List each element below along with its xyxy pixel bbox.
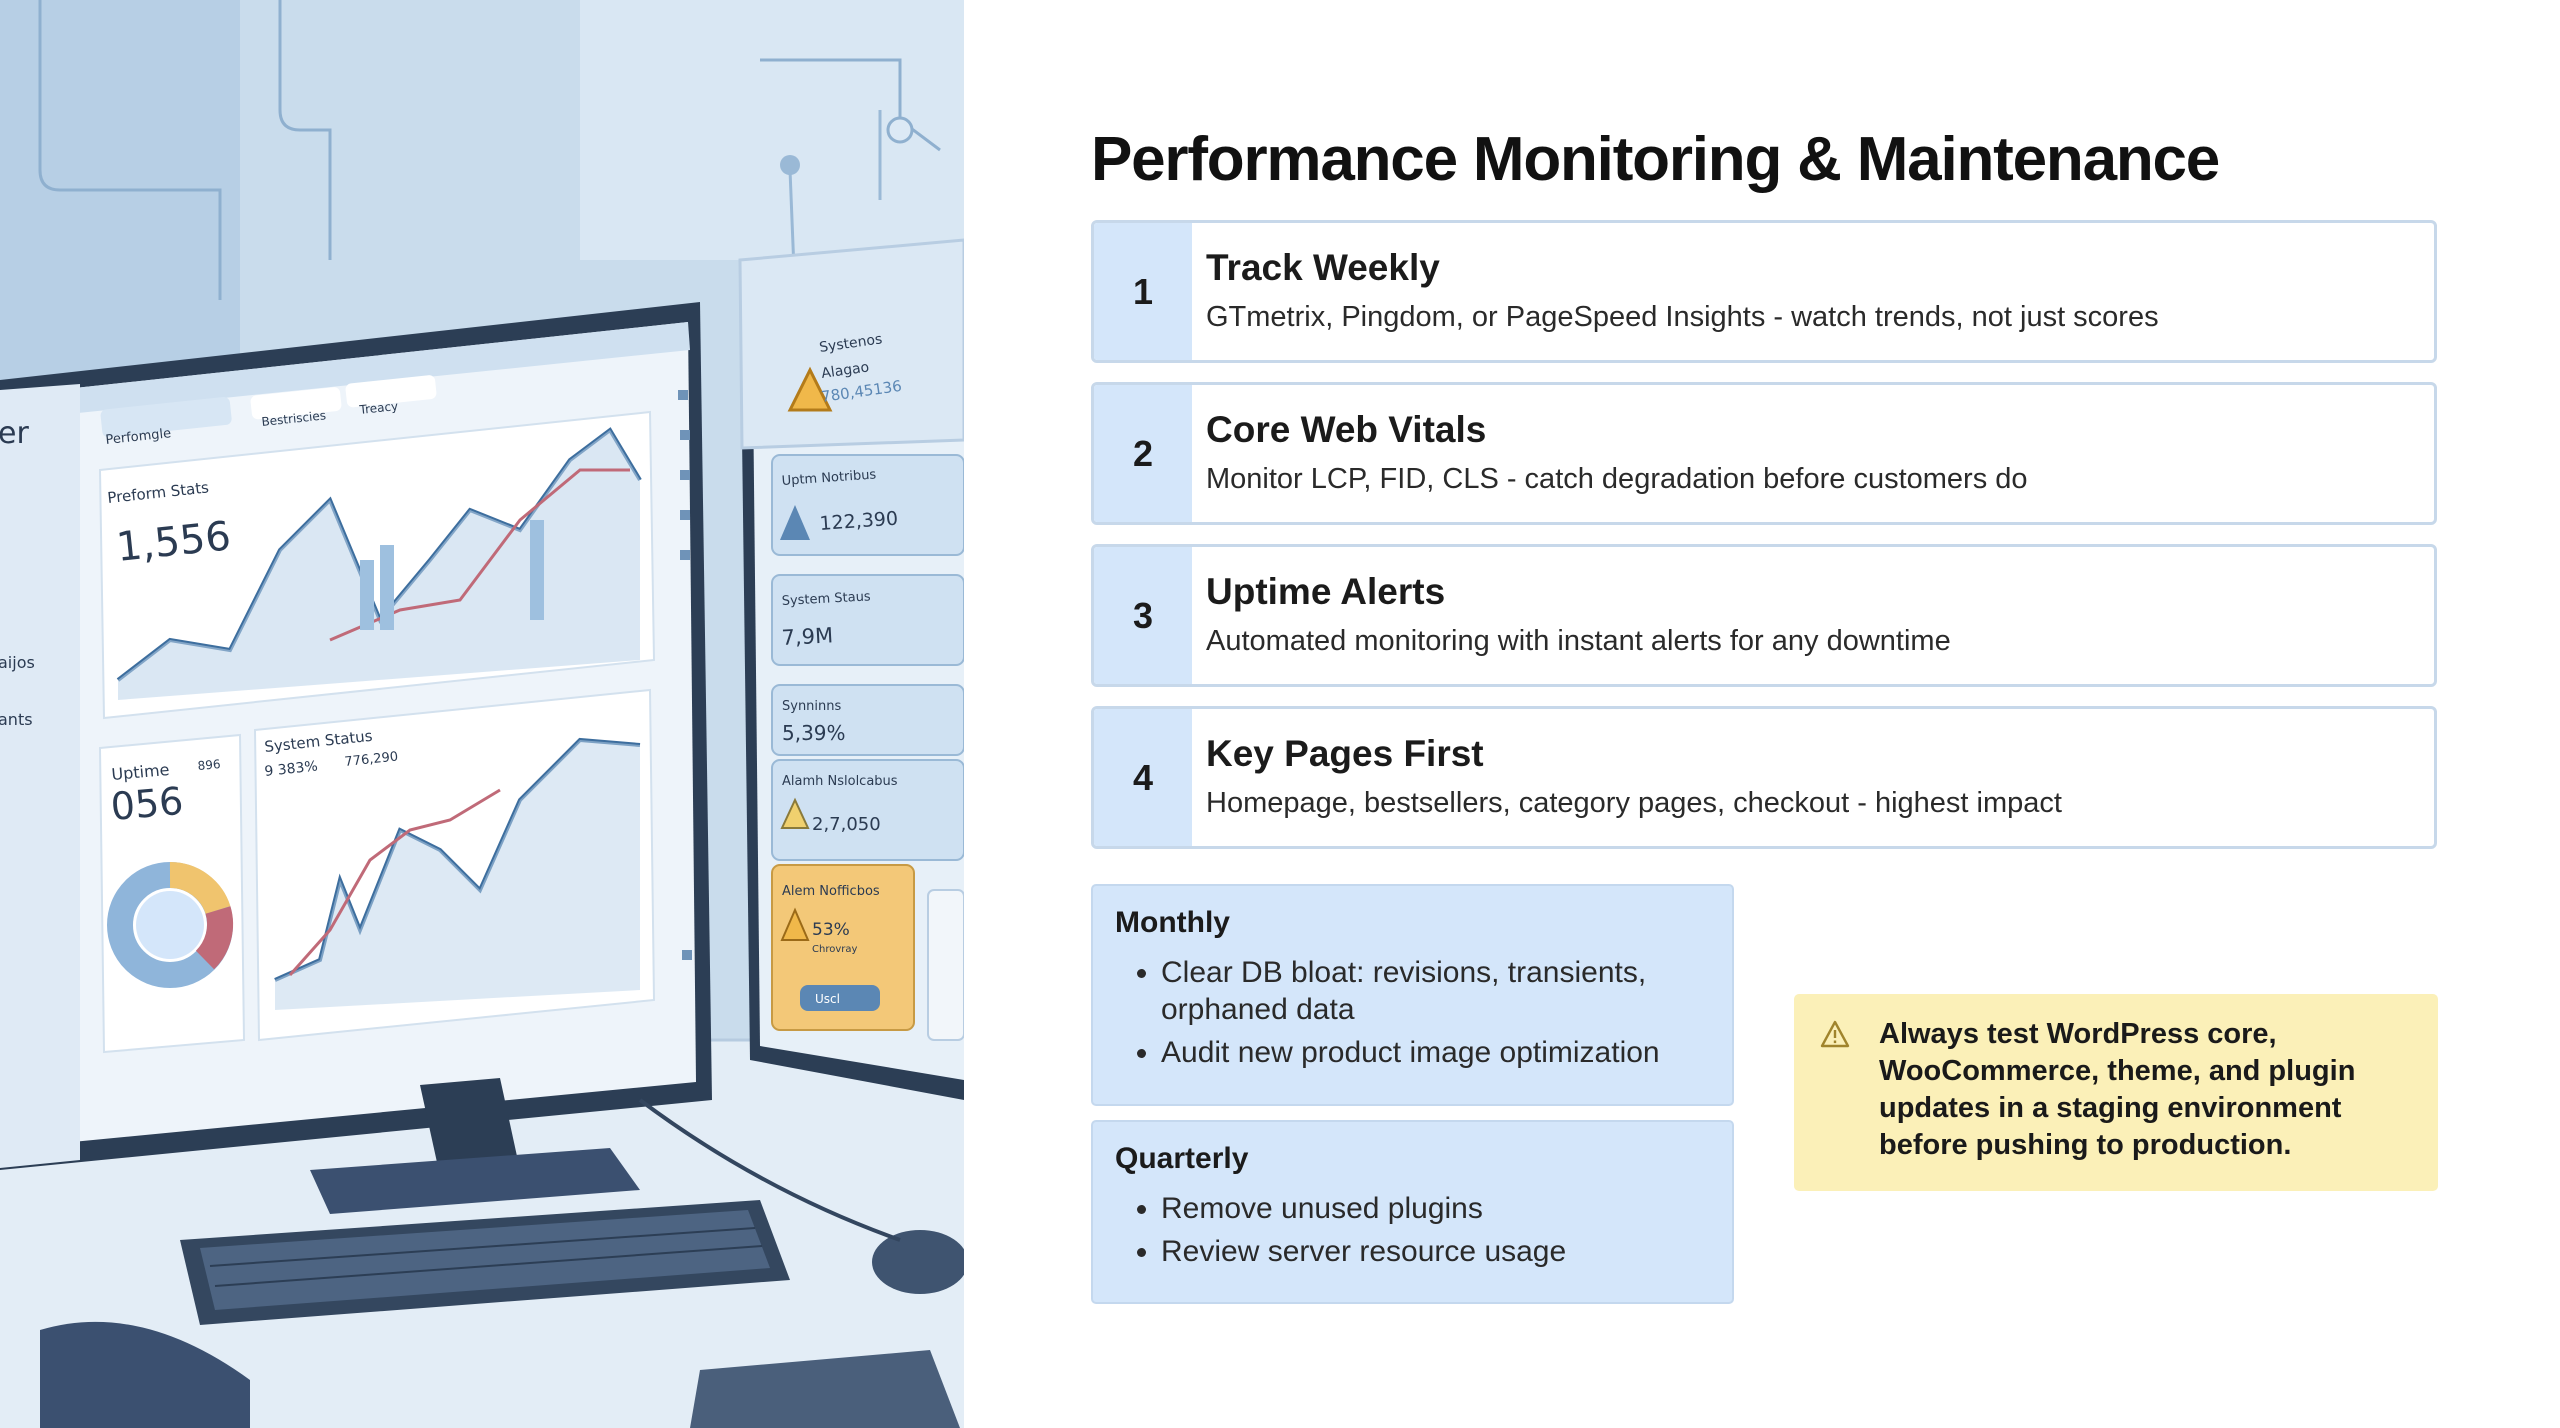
art-chart-2-stat-a: 9 383% xyxy=(264,758,319,779)
step-number: 2 xyxy=(1094,385,1192,522)
art-uptime-badge: 896 xyxy=(197,757,221,773)
step-core-web-vitals: 2 Core Web Vitals Monitor LCP, FID, CLS … xyxy=(1091,382,2437,525)
monthly-list: Clear DB bloat: revisions, transients, o… xyxy=(1115,954,1710,1071)
step-number: 3 xyxy=(1094,547,1192,684)
art-card-2-title: System Staus xyxy=(781,589,871,609)
art-card-5-title: Alem Nofficbos xyxy=(782,884,880,899)
art-card-3-title: Synninns xyxy=(782,699,842,714)
art-uptime-label: Uptime xyxy=(111,760,170,784)
step-title: Core Web Vitals xyxy=(1206,409,1487,450)
art-card-1-title: Uptm Notribus xyxy=(781,467,877,489)
art-chart-2-stat-b: 776,290 xyxy=(344,749,399,770)
step-description: Homepage, bestsellers, category pages, c… xyxy=(1206,787,2062,819)
art-card-5-value: 53% xyxy=(812,920,850,940)
art-tab-1: Perfomgle xyxy=(105,426,172,448)
art-sidebar-label-1: er xyxy=(0,416,29,451)
step-key-pages-first: 4 Key Pages First Homepage, bestsellers,… xyxy=(1091,706,2437,849)
art-uptime-value: 056 xyxy=(109,779,185,829)
step-number: 1 xyxy=(1094,223,1192,360)
art-search: Treacy xyxy=(358,399,399,417)
art-sidebar-label-3: ants xyxy=(0,710,33,729)
step-title: Uptime Alerts xyxy=(1206,571,1446,612)
step-title: Key Pages First xyxy=(1206,733,1484,774)
warning-icon xyxy=(1820,1020,1850,1053)
quarterly-list: Remove unused plugins Review server reso… xyxy=(1115,1190,1710,1270)
step-number: 4 xyxy=(1094,709,1192,846)
step-description: Monitor LCP, FID, CLS - catch degradatio… xyxy=(1206,463,2028,495)
monthly-title: Monthly xyxy=(1115,906,1230,939)
step-uptime-alerts: 3 Uptime Alerts Automated monitoring wit… xyxy=(1091,544,2437,687)
art-tab-2: Bestriscies xyxy=(261,408,327,429)
art-card-2-value: 7,9M xyxy=(781,623,834,650)
step-description: GTmetrix, Pingdom, or PageSpeed Insights… xyxy=(1206,301,2159,333)
list-item: Review server resource usage xyxy=(1161,1233,1710,1270)
quarterly-title: Quarterly xyxy=(1115,1142,1249,1175)
art-card-4-value: 2,7,050 xyxy=(812,814,881,835)
art-card-1-value: 122,390 xyxy=(819,508,899,535)
illustration: er aijos ants Perfomgle Bestriscies Trea… xyxy=(0,0,964,1428)
step-track-weekly: 1 Track Weekly GTmetrix, Pingdom, or Pag… xyxy=(1091,220,2437,363)
list-item: Audit new product image optimization xyxy=(1161,1034,1710,1071)
art-alert-sub: Alagao xyxy=(820,359,870,382)
slide-title: Performance Monitoring & Maintenance xyxy=(1091,125,2220,194)
art-card-3-value: 5,39% xyxy=(782,721,846,745)
staging-warning-callout: Always test WordPress core, WooCommerce,… xyxy=(1794,994,2438,1191)
quarterly-box: Quarterly Remove unused plugins Review s… xyxy=(1091,1120,1734,1304)
art-button: Uscl xyxy=(815,992,840,1006)
art-card-5-sub: Chrovray xyxy=(812,944,857,955)
list-item: Remove unused plugins xyxy=(1161,1190,1710,1227)
art-sidebar-label-2: aijos xyxy=(0,653,35,672)
step-title: Track Weekly xyxy=(1206,247,1440,288)
callout-text: Always test WordPress core, WooCommerce,… xyxy=(1879,1018,2356,1161)
monthly-box: Monthly Clear DB bloat: revisions, trans… xyxy=(1091,884,1734,1106)
illustration-art: er aijos ants Perfomgle Bestriscies Trea… xyxy=(0,0,964,1428)
art-card-4-title: Alamh Nslolcabus xyxy=(782,774,898,789)
list-item: Clear DB bloat: revisions, transients, o… xyxy=(1161,954,1710,1028)
step-description: Automated monitoring with instant alerts… xyxy=(1206,625,1951,657)
